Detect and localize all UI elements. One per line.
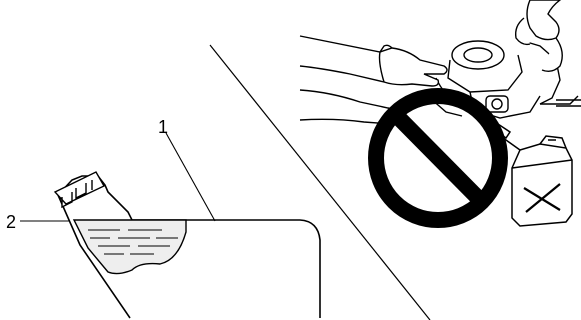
gloved-hands (300, 0, 562, 124)
refuel-scene (300, 0, 581, 226)
callout-1: 1 (158, 117, 168, 137)
right-gloved-hand (527, 0, 560, 40)
callout-2: 2 (6, 212, 16, 232)
prohibition-icon (376, 96, 500, 220)
fuel-liquid (74, 220, 186, 274)
leader-line-1 (166, 133, 215, 221)
fuel-tank-diagram: 1 2 (6, 117, 320, 318)
left-gloved-hand (300, 36, 447, 86)
